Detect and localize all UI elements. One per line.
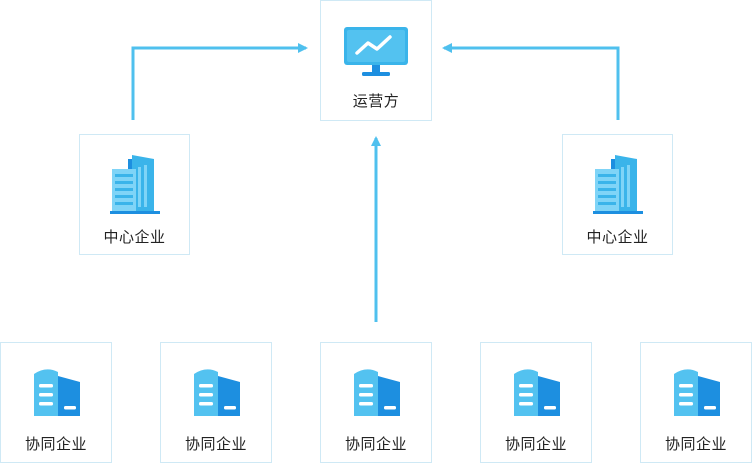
collab-enterprise-node-2: 协同企业 [160,342,272,463]
warehouse-building-icon [514,369,560,416]
collab-enterprise-node-4: 协同企业 [480,342,592,463]
monitor-chart-icon [344,27,408,76]
warehouse-building-icon [354,369,400,416]
warehouse-building-icon [674,369,720,416]
arrow-right-center-to-operator [442,43,620,120]
operator-label: 运营方 [352,92,400,110]
collab-enterprise-label: 协同企业 [344,435,407,453]
center-enterprise-node-2: 中心企业 [562,134,673,255]
center-enterprise-node-1: 中心企业 [79,134,190,255]
collab-enterprise-node-3: 协同企业 [320,342,432,463]
operator-node: 运营方 [320,0,432,121]
arrow-left-center-to-operator [131,43,308,120]
office-building-icon [593,155,643,214]
office-building-icon [110,155,160,214]
collab-enterprise-label: 协同企业 [504,435,567,453]
warehouse-building-icon [194,369,240,416]
warehouse-building-icon [34,369,80,416]
collab-enterprise-label: 协同企业 [184,435,247,453]
collab-enterprise-node-5: 协同企业 [640,342,752,463]
collab-enterprise-label: 协同企业 [24,435,87,453]
center-enterprise-label: 中心企业 [586,228,649,246]
collab-enterprise-node-1: 协同企业 [0,342,112,463]
collab-enterprise-label: 协同企业 [664,435,727,453]
center-enterprise-label: 中心企业 [103,228,166,246]
